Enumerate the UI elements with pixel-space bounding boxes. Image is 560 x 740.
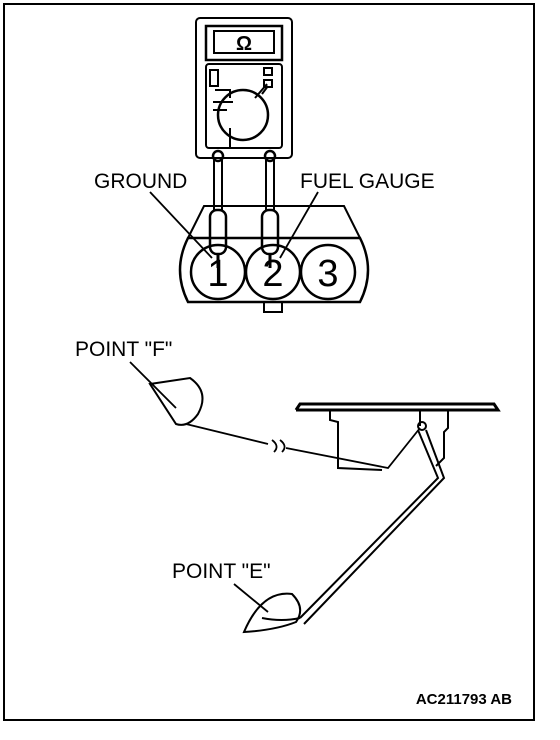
fuel-gauge-label: FUEL GAUGE [300,170,435,193]
terminal-3-label: 3 [317,253,338,295]
multimeter [195,17,293,163]
connector-housing [178,205,370,313]
float-arm [299,421,446,625]
ground-label: GROUND [94,170,187,193]
ground-leader-line [149,191,213,259]
multimeter-unit-symbol: Ω [236,33,252,55]
point-e-label: POINT "E" [172,560,271,583]
point-e-float [242,592,302,634]
sender-wire [185,423,421,469]
point-f-label: POINT "F" [75,338,172,361]
figure-border [3,3,535,721]
probe-leads [208,160,280,268]
point-f-terminal [148,376,204,426]
terminal-3 [299,243,357,301]
terminal-1-label: 1 [207,253,228,295]
connector-terminals [189,243,357,301]
sender-flange [294,402,501,471]
point-f-leader-line [129,361,177,409]
fuel-gauge-leader-line [279,191,319,259]
figure-code: AC211793 AB [416,691,512,708]
point-e-leader-line [233,583,269,613]
terminal-2-label: 2 [262,253,283,295]
